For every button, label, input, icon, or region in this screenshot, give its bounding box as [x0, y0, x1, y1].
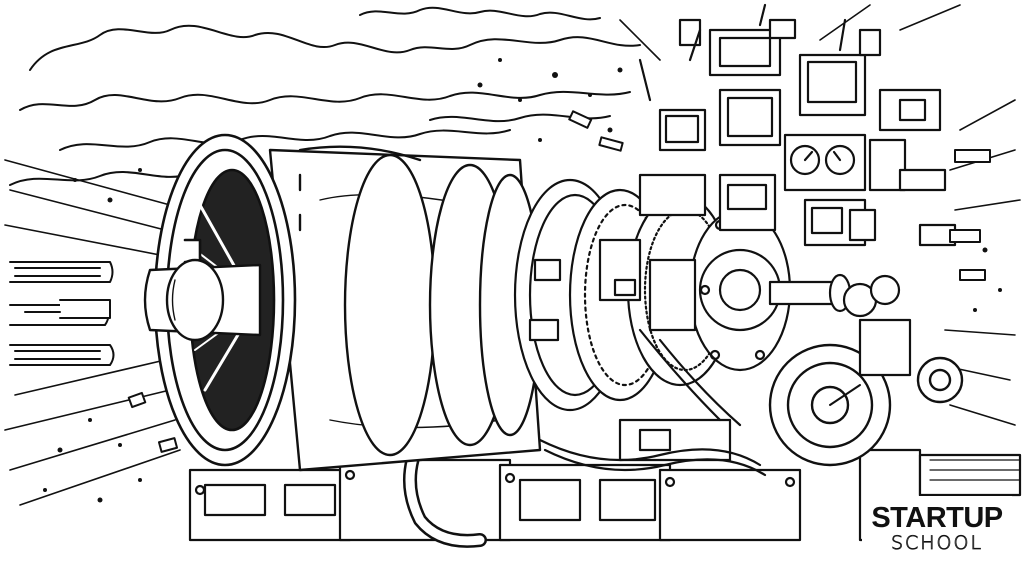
pressure-gauge	[768, 343, 964, 467]
turbine-stages	[513, 178, 792, 412]
drive-shaft	[768, 273, 901, 318]
speed-lines	[4, 4, 1021, 506]
engine-spinner	[143, 258, 262, 342]
intake-streaks	[9, 261, 115, 366]
control-modules	[638, 3, 957, 377]
logo-primary-text: STARTUP	[871, 501, 1003, 534]
debris-particles	[43, 58, 1002, 503]
startup-school-logo: STARTUP SCHOOL	[862, 496, 1012, 560]
logo-secondary-text: SCHOOL	[890, 531, 984, 554]
cloud-linework	[9, 6, 641, 186]
engine-body	[268, 145, 542, 472]
cable-bundle	[538, 328, 1021, 481]
loose-components	[24, 110, 991, 453]
